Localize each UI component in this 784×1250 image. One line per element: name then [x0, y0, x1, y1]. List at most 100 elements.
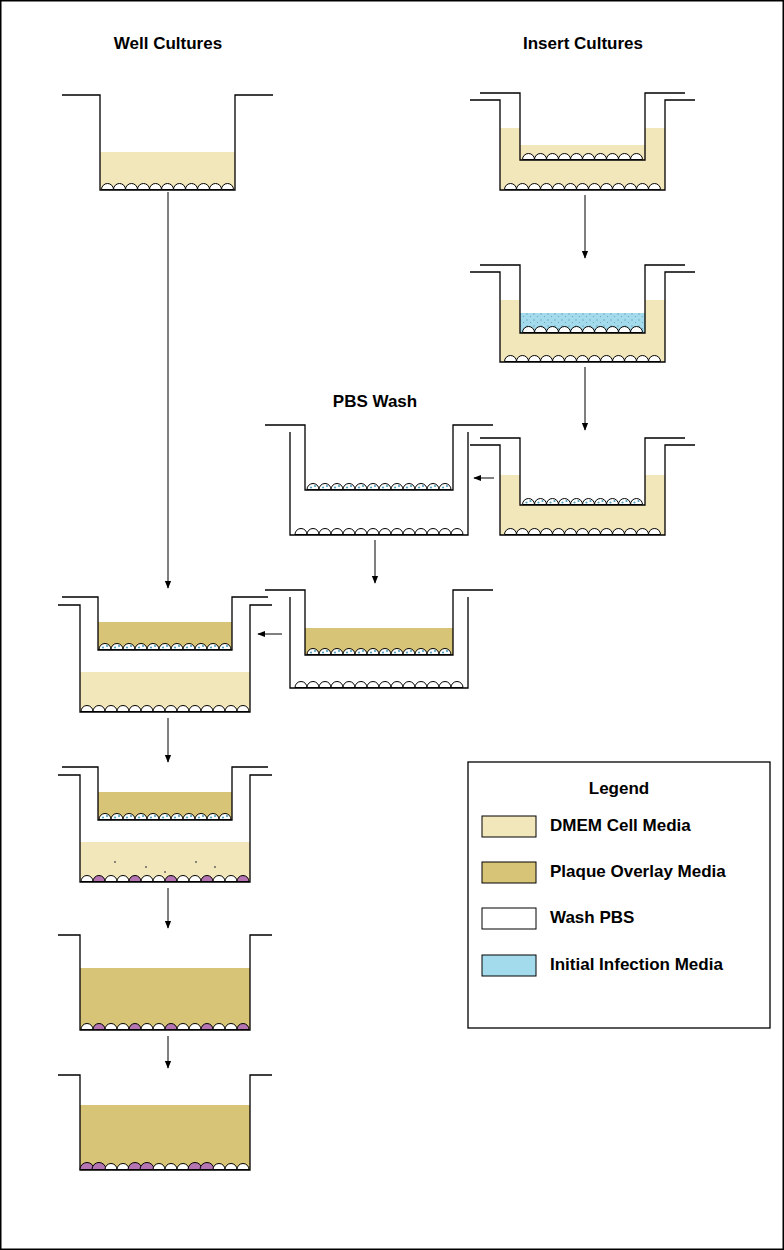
culture-well: [470, 265, 695, 362]
cell: [93, 876, 105, 882]
virus-dot: [410, 650, 412, 652]
cell: [391, 484, 403, 490]
legend-swatch: [482, 816, 536, 837]
virus-dot: [310, 651, 312, 653]
cell: [117, 1024, 129, 1030]
cell: [213, 706, 225, 712]
cell: [565, 529, 577, 535]
virus-dot: [609, 501, 611, 503]
insert-media: [520, 313, 645, 333]
cell: [195, 814, 207, 820]
virus-dot: [442, 651, 444, 653]
cell: [129, 706, 141, 712]
cell: [165, 1164, 177, 1170]
cell: [553, 356, 565, 362]
well-wall: [62, 95, 273, 190]
cell: [105, 1024, 117, 1030]
virus-dot: [358, 651, 360, 653]
legend-label: Initial Infection Media: [550, 955, 723, 975]
cell: [589, 529, 601, 535]
cell: [367, 529, 379, 535]
virus-dot: [166, 815, 168, 817]
virus-dot: [434, 485, 436, 487]
cell: [529, 356, 541, 362]
virus-dot: [106, 815, 108, 817]
insert-interior: [305, 425, 453, 490]
cell: [637, 184, 649, 190]
virus-dot: [145, 866, 147, 868]
cell: [222, 184, 234, 190]
cell: [589, 356, 601, 362]
insert-wall: [480, 93, 685, 160]
flow-arrow: [474, 478, 494, 479]
cell: [547, 499, 559, 505]
cell: [165, 876, 177, 882]
virus-dot: [226, 645, 228, 647]
cell: [505, 356, 517, 362]
cell: [415, 649, 427, 655]
virus-dot: [362, 650, 364, 652]
cell: [129, 1024, 141, 1030]
virus-dot: [386, 650, 388, 652]
cell: [343, 484, 355, 490]
cell: [589, 184, 601, 190]
well-wall: [470, 445, 695, 535]
virus-dot: [362, 485, 364, 487]
culture-well: [470, 438, 695, 535]
cell: [403, 682, 415, 688]
cell: [237, 1024, 249, 1030]
cell: [613, 529, 625, 535]
virus-dot: [434, 650, 436, 652]
cell: [153, 706, 165, 712]
cell: [631, 499, 643, 505]
cell: [92, 1163, 106, 1170]
virus-dot: [164, 871, 166, 873]
cell: [571, 154, 583, 160]
cell: [547, 327, 559, 333]
cell: [379, 529, 391, 535]
legend-box: [468, 762, 770, 1028]
flow-arrow: [375, 540, 376, 583]
virus-dot: [142, 815, 144, 817]
cell: [523, 327, 535, 333]
cell: [225, 706, 237, 712]
cell: [439, 529, 451, 535]
virus-dot: [585, 501, 587, 503]
cell: [189, 706, 201, 712]
cell: [583, 154, 595, 160]
cell: [379, 682, 391, 688]
virus-dot: [374, 650, 376, 652]
well-media: [80, 1105, 250, 1170]
cell: [553, 184, 565, 190]
culture-well: [58, 767, 272, 882]
cell: [153, 876, 165, 882]
cell: [165, 706, 177, 712]
cell: [177, 876, 189, 882]
cell: [105, 876, 117, 882]
virus-dot: [214, 815, 216, 817]
cell: [307, 484, 319, 490]
virus-dot: [370, 486, 372, 488]
cell: [625, 184, 637, 190]
virus-dot: [529, 500, 531, 502]
virus-dot: [422, 650, 424, 652]
well-media: [80, 968, 250, 1030]
cell: [631, 327, 643, 333]
virus-dot: [338, 650, 340, 652]
cell: [343, 682, 355, 688]
virus-dot: [549, 501, 551, 503]
cell: [391, 529, 403, 535]
cell: [140, 1163, 154, 1170]
cell: [295, 529, 307, 535]
virus-dot: [418, 651, 420, 653]
cell: [571, 499, 583, 505]
virus-dot: [198, 646, 200, 648]
cell: [439, 682, 451, 688]
virus-dot: [322, 486, 324, 488]
flow-arrow: [168, 192, 169, 588]
culture-heading: PBS Wash: [295, 392, 455, 412]
cell: [571, 327, 583, 333]
virus-dot: [126, 646, 128, 648]
cell: [559, 499, 571, 505]
